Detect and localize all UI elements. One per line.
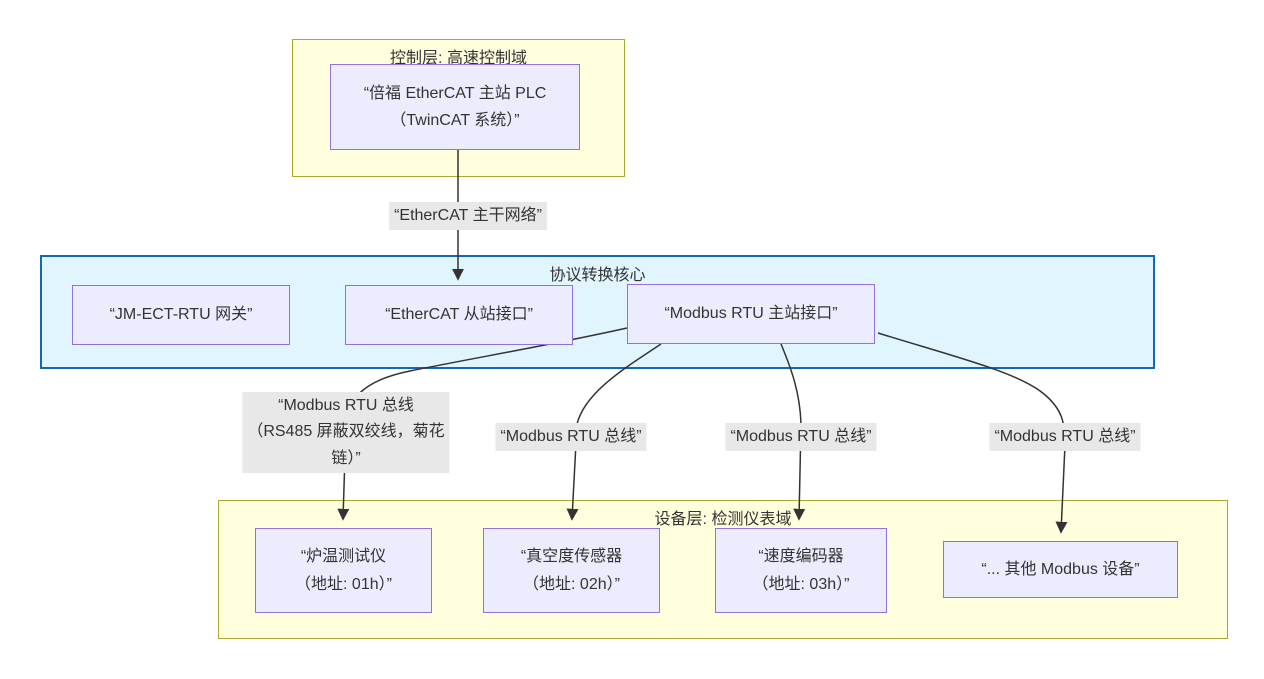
node-ethercat-slave-interface: “EtherCAT 从站接口” — [345, 285, 573, 345]
cluster-control-title: 控制层: 高速控制域 — [390, 50, 527, 67]
node-other-modbus-devices: “... 其他 Modbus 设备” — [943, 541, 1178, 598]
edge-label-ethercat-backbone: “EtherCAT 主干网络” — [389, 202, 547, 231]
node-vacuum-sensor: “真空度传感器 （地址: 02h）” — [483, 528, 660, 613]
cluster-device-title: 设备层: 检测仪表域 — [654, 511, 792, 528]
node-beckhoff-ethercat-master-plc: “倍福 EtherCAT 主站 PLC （TwinCAT 系统）” — [330, 64, 580, 150]
node-modbus-rtu-master-interface: “Modbus RTU 主站接口” — [627, 284, 875, 344]
cluster-core-title: 协议转换核心 — [549, 267, 646, 284]
node-speed-encoder: “速度编码器 （地址: 03h）” — [715, 528, 887, 613]
edge-label-modbus-bus-2: “Modbus RTU 总线” — [495, 423, 647, 452]
edge-label-modbus-bus-4: “Modbus RTU 总线” — [989, 423, 1141, 452]
node-furnace-temperature-tester: “炉温测试仪 （地址: 01h）” — [255, 528, 432, 613]
node-jm-ect-rtu-gateway: “JM-ECT-RTU 网关” — [72, 285, 290, 345]
edge-label-modbus-bus-detail: “Modbus RTU 总线 （RS485 屏蔽双绞线，菊花 链）” — [242, 392, 450, 474]
edge-label-modbus-bus-3: “Modbus RTU 总线” — [725, 423, 877, 452]
